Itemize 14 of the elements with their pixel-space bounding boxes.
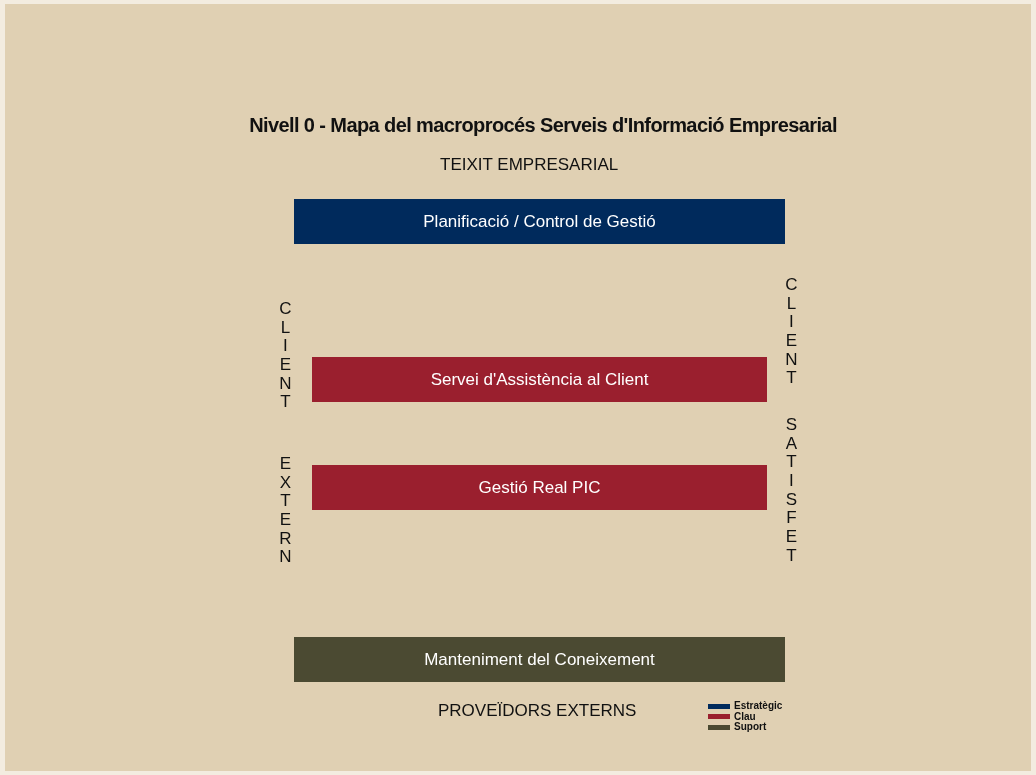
vertical-label: SATISFET [785,416,798,566]
legend-text: Clau [734,711,756,722]
process-bar: Manteniment del Coneixement [294,637,785,682]
process-bar: Gestió Real PIC [312,465,767,510]
legend-text: Suport [734,722,767,733]
text-label: TEIXIT EMPRESARIAL [440,154,619,176]
process-bar: Planificació / Control de Gestió [294,199,785,244]
process-bar: Servei d'Assistència al Client [312,357,767,402]
title: Nivell 0 - Mapa del macroprocés Serveis d'Informació Empresarial [248,113,838,138]
legend-text: Estratègic [734,701,783,712]
text-label: PROVEÏDORS EXTERNS [438,700,637,722]
vertical-label: CLIENT [785,276,798,389]
vertical-label: CLIENT [279,300,292,413]
vertical-label: EXTERN [279,455,292,568]
